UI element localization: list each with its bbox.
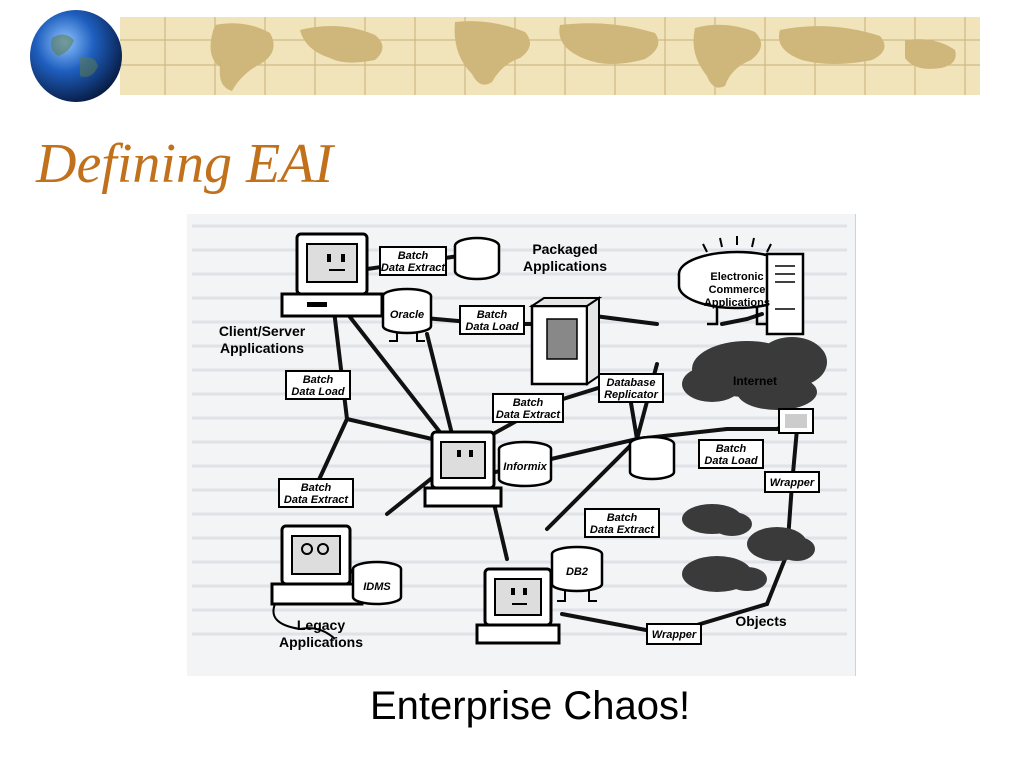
link-batch-load-3: Batch Data Load [698, 439, 764, 469]
client-server-label-1: Client/Server [219, 323, 306, 339]
svg-text:Wrapper: Wrapper [770, 477, 815, 489]
packaged-label-1: Packaged [532, 241, 597, 257]
oracle-label: Oracle [390, 309, 424, 321]
svg-text:Wrapper: Wrapper [652, 629, 697, 641]
ecommerce-label-3: Applications [704, 297, 770, 309]
central-computer [423, 430, 503, 508]
objects-label: Objects [735, 613, 787, 629]
svg-text:Batch: Batch [513, 397, 544, 409]
link-batch-extract-3: Batch Data Extract [278, 478, 354, 508]
bottom-computer [475, 567, 561, 645]
svg-text:Batch: Batch [607, 512, 638, 524]
link-batch-extract-2: Batch Data Extract [492, 393, 564, 423]
svg-text:Data Load: Data Load [465, 321, 518, 333]
packaged-label-2: Applications [523, 258, 607, 274]
ecommerce-label-1: Electronic [710, 271, 763, 283]
slide-title: Defining EAI [36, 133, 334, 195]
link-batch-extract-4: Batch Data Extract [584, 508, 660, 538]
link-database-replicator: Database Replicator [598, 373, 664, 403]
svg-text:Batch: Batch [398, 250, 429, 262]
svg-text:Data Extract: Data Extract [590, 524, 656, 536]
link-batch-load-1: Batch Data Load [459, 305, 525, 335]
oracle-database-icon [381, 287, 433, 342]
db2-database-icon [550, 545, 604, 602]
legacy-computer [270, 524, 364, 640]
svg-text:Replicator: Replicator [604, 389, 659, 401]
svg-text:Batch: Batch [303, 374, 334, 386]
slide-caption: Enterprise Chaos! [370, 684, 691, 728]
legacy-label-2: Applications [279, 634, 363, 650]
internet-cloud-icon [682, 337, 827, 410]
link-batch-extract-1: Batch Data Extract [379, 246, 447, 276]
informix-label: Informix [503, 461, 547, 473]
packaged-server-icon [528, 296, 603, 386]
object-clouds-icon [682, 504, 815, 592]
internet-label: Internet [733, 374, 777, 388]
idms-database-icon [351, 560, 403, 606]
enterprise-diagram: Client/Server Applications Packaged Appl… [187, 214, 856, 676]
middle-database-icon [628, 435, 676, 481]
client-server-computer [280, 232, 384, 318]
map-continents [210, 21, 956, 92]
link-batch-load-2: Batch Data Load [285, 370, 351, 400]
internet-terminal-icon [778, 408, 814, 434]
client-server-label-2: Applications [220, 340, 304, 356]
svg-text:Data Load: Data Load [291, 386, 344, 398]
link-wrapper-1: Wrapper [764, 471, 820, 493]
svg-text:Data Extract: Data Extract [496, 409, 562, 421]
informix-database-icon [497, 440, 553, 488]
packaged-database-icon [453, 236, 501, 281]
globe-icon [30, 10, 122, 102]
link-wrapper-2: Wrapper [646, 623, 702, 645]
db2-label: DB2 [566, 566, 588, 578]
ecommerce-label-2: Commerce [709, 284, 766, 296]
idms-label: IDMS [363, 581, 391, 593]
svg-text:Database: Database [607, 377, 656, 389]
legacy-label-1: Legacy [297, 617, 345, 633]
svg-text:Data Load: Data Load [704, 455, 757, 467]
svg-text:Data Extract: Data Extract [284, 494, 350, 506]
svg-text:Batch: Batch [301, 482, 332, 494]
svg-text:Batch: Batch [716, 443, 747, 455]
map-banner [30, 10, 980, 102]
connection-lines [295, 254, 799, 636]
svg-text:Batch: Batch [477, 309, 508, 321]
svg-text:Data Extract: Data Extract [381, 262, 447, 274]
ecommerce-icon [677, 236, 805, 336]
